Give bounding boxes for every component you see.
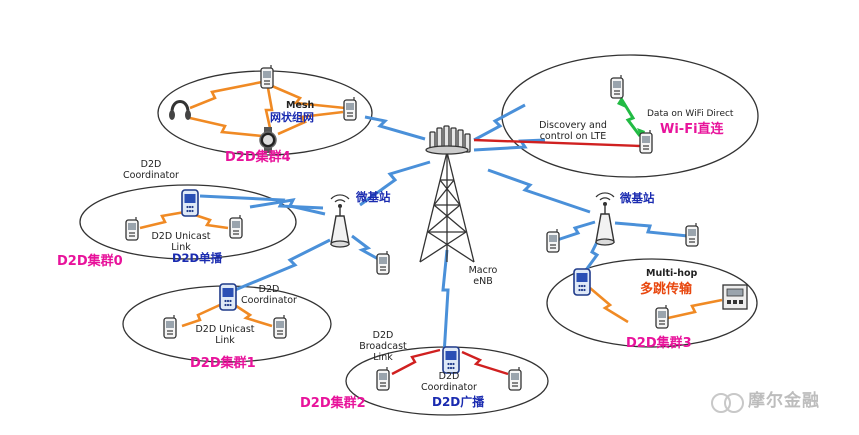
lte-link-enb-cluster2 <box>441 249 450 356</box>
wifi-data-label: Data on WiFi Direct <box>647 109 734 119</box>
mesh-phone-right <box>343 96 357 121</box>
c0-link-label-cn: D2D单播 <box>172 251 223 265</box>
c1-phone-right <box>273 314 287 339</box>
small-cell-right <box>595 192 615 246</box>
d2d-mesh-5 <box>277 110 344 136</box>
sc-phone <box>376 250 390 275</box>
cluster-2-name: D2D集群2 <box>300 396 366 411</box>
small-cell-left-label: 微基站 <box>356 190 391 204</box>
lte-link-sc3-c <box>584 239 600 271</box>
d2d-mesh-1 <box>189 80 263 110</box>
d2d-c1-1 <box>181 302 223 328</box>
small-cell-left <box>330 194 350 248</box>
smartwatch-icon <box>259 127 277 153</box>
d2d-mesh-2 <box>271 84 346 110</box>
c0-link-label: D2D Unicast Link <box>151 231 211 253</box>
wifi-phone-top <box>610 74 624 99</box>
c1-coordinator-phone <box>219 283 237 311</box>
broadcast-link-right <box>461 350 509 376</box>
c3-hub-phone <box>573 268 591 296</box>
mesh-label: Mesh <box>286 100 315 111</box>
c2-coordinator-label: D2D Coordinator <box>421 371 477 393</box>
c0-coordinator-label: D2D Coordinator <box>123 159 179 181</box>
c2-phone-left <box>376 366 390 391</box>
c2-link-label-cn: D2D广播 <box>432 395 485 409</box>
wifi-direct-label-cn: Wi-Fi直连 <box>660 122 724 137</box>
mesh-label-cn: 网状组网 <box>270 111 314 124</box>
cluster-0-name: D2D集群0 <box>57 254 123 269</box>
lte-links <box>199 103 689 356</box>
cluster-1-name: D2D集群1 <box>190 356 256 371</box>
wifi-discovery-label: Discovery and control on LTE <box>539 120 607 142</box>
cluster-3-boundary <box>546 258 758 348</box>
meter-icon <box>722 284 748 310</box>
lte-link-enb-wifi-a <box>473 103 526 142</box>
d2d-c0-1 <box>139 210 186 230</box>
enb-label: Macro eNB <box>468 265 498 287</box>
small-cell-right-label: 微基站 <box>620 191 655 205</box>
c3-sc-phone-right <box>685 222 699 247</box>
c1-coordinator-label: D2D Coordinator <box>241 284 297 306</box>
c2-phone-right <box>508 366 522 391</box>
mesh-phone-top <box>260 64 274 89</box>
lte-link-sc-c1 <box>234 238 331 292</box>
c2-coordinator-phone <box>442 346 460 374</box>
multihop-label-cn: 多跳传输 <box>640 282 693 297</box>
d2d-mesh-4 <box>264 87 274 129</box>
d2d-c1-2 <box>229 300 273 328</box>
d2d-links <box>139 80 723 328</box>
d2d-c0-2 <box>191 212 229 230</box>
c0-phone-left <box>125 216 139 241</box>
broadcast-links <box>391 138 641 376</box>
lte-control-link <box>473 138 641 148</box>
c1-phone-left <box>163 314 177 339</box>
d2d-mesh-3 <box>189 116 263 138</box>
broadcast-link-left <box>391 348 441 376</box>
lte-link-enb-smallcell-l <box>359 160 431 207</box>
headset-icon <box>169 100 191 120</box>
c0-phone-right <box>229 214 243 239</box>
lte-link-enb-mesh <box>364 115 426 141</box>
lte-link-enb-wifi-b <box>473 138 546 152</box>
lte-link-enb-smallcell-r <box>487 168 591 214</box>
macro-enb-tower <box>419 125 475 263</box>
c2-link-label: D2D Broadcast Link <box>359 330 407 363</box>
cluster-4-name: D2D集群4 <box>225 150 291 165</box>
d2d-c3-2 <box>667 298 723 320</box>
watermark-logo <box>711 393 744 413</box>
lte-link-sc3-b <box>614 221 689 238</box>
lte-link-sc-phone <box>351 234 381 262</box>
lte-link-sc-c0 <box>249 198 326 216</box>
lte-link-sc3-a <box>556 220 596 242</box>
cluster-0-boundary <box>79 184 297 260</box>
wifi-phone-bottom <box>639 129 653 154</box>
c0-coordinator-phone <box>181 189 199 217</box>
c1-link-label: D2D Unicast Link <box>195 324 255 346</box>
watermark-text: 摩尔金融 <box>748 391 820 411</box>
cluster-3-name: D2D集群3 <box>626 336 692 351</box>
d2d-c3-1 <box>589 287 629 324</box>
c3-sc-phone-left <box>546 228 560 253</box>
lte-link-sc-c0b <box>199 194 324 210</box>
c3-mid-phone <box>655 304 669 329</box>
multihop-label: Multi-hop <box>646 268 698 279</box>
